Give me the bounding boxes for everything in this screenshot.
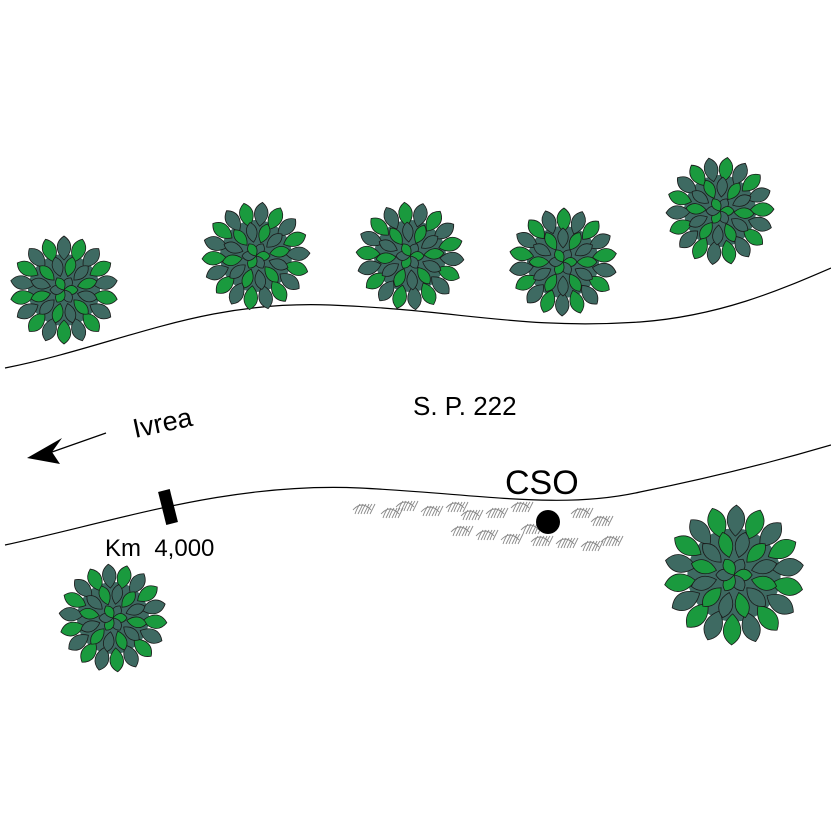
- road-edge-south: [4, 444, 831, 546]
- tree-icon: [10, 235, 118, 345]
- grass-tuft-icon: [485, 507, 509, 519]
- grass-tuft-icon: [530, 535, 554, 547]
- km-marker-post: [158, 489, 178, 525]
- trees: [10, 157, 804, 673]
- direction-arrow-icon: [27, 432, 107, 464]
- tree-icon: [664, 504, 804, 646]
- road-label: S. P. 222: [413, 391, 517, 421]
- grass-tuft-icon: [352, 503, 376, 515]
- grass-tuft-icon: [445, 501, 469, 513]
- grass-tuft-icon: [380, 507, 404, 519]
- grass-tuft-icon: [420, 505, 444, 517]
- road-edge-north: [4, 267, 831, 369]
- grass-tuft-icon: [580, 540, 604, 552]
- tree-icon: [355, 201, 465, 311]
- grass-tuft-icon: [570, 507, 594, 519]
- direction-label: Ivrea: [130, 402, 196, 444]
- grass-tuft-icon: [475, 529, 499, 541]
- kilometer-label: Km 4,000: [105, 535, 214, 562]
- tree-icon: [58, 563, 168, 673]
- grass-tuft-icon: [460, 509, 484, 521]
- grass-tuft-icon: [500, 533, 524, 545]
- grass-tuft-icon: [450, 525, 474, 537]
- tree-icon: [665, 157, 775, 265]
- tree-icon: [509, 207, 617, 317]
- grass-tuft-icon: [510, 501, 534, 513]
- grass-tuft-icon: [395, 500, 419, 512]
- grass-tuft-icon: [600, 535, 624, 547]
- grass-tuft-icon: [590, 515, 614, 527]
- site-marker-icon: [536, 510, 560, 534]
- grass-area: [352, 500, 624, 552]
- site-label: CSO: [505, 464, 579, 502]
- grass-tuft-icon: [555, 537, 579, 549]
- tree-icon: [201, 201, 311, 311]
